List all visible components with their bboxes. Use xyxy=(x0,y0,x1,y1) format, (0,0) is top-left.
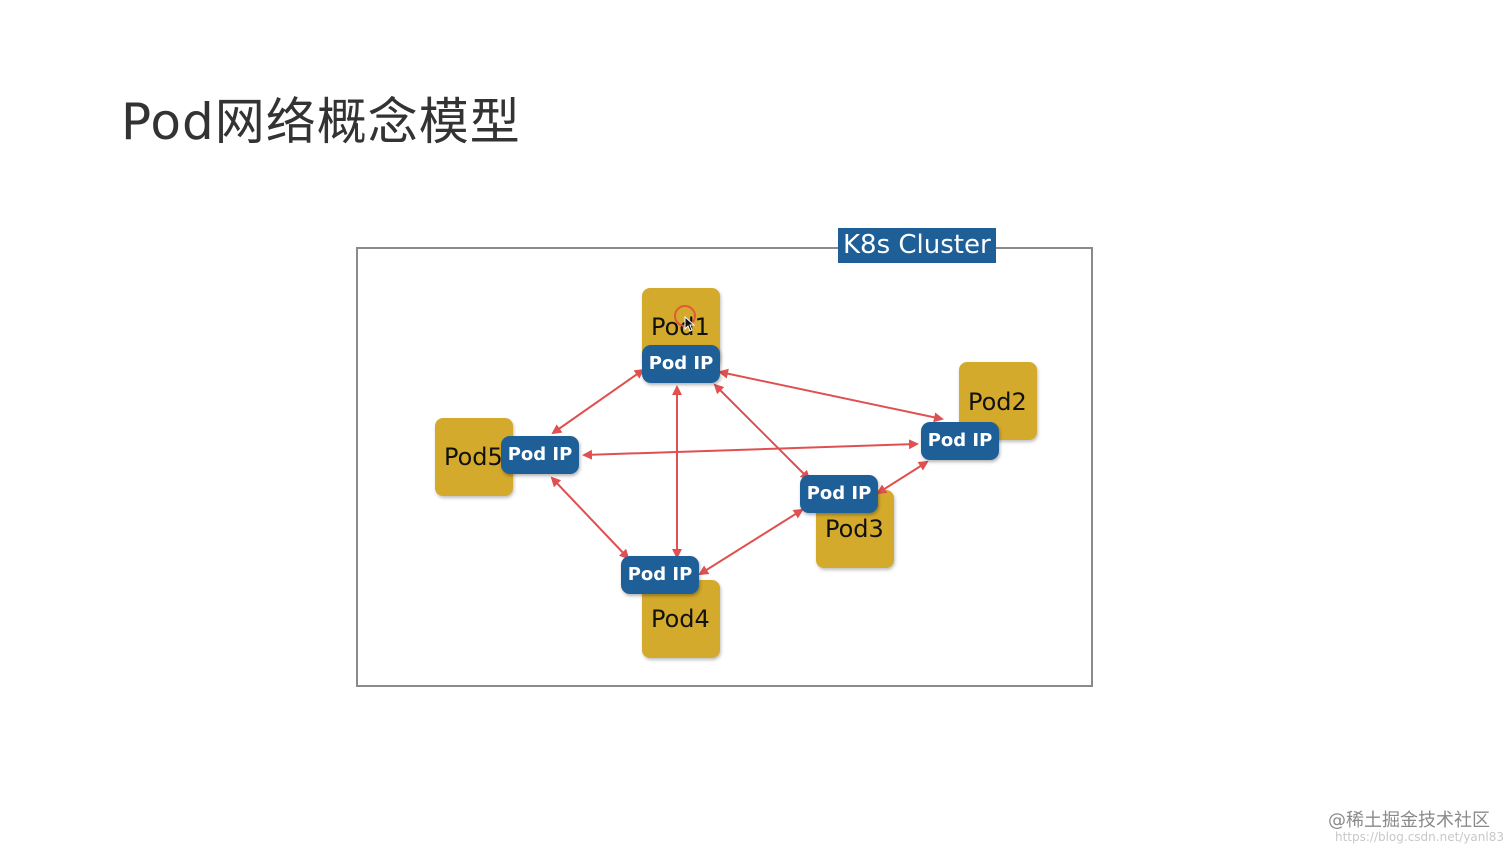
k8s-cluster-box xyxy=(356,247,1093,687)
watermark: @稀土掘金技术社区 xyxy=(1328,810,1490,831)
arrow-pod1-pod3 xyxy=(713,383,811,481)
pod4-ip-badge[interactable]: Pod IP xyxy=(621,556,699,594)
pod2-label: Pod2 xyxy=(968,388,1027,416)
arrow-pod3-pod2 xyxy=(876,460,929,495)
mouse-pointer-icon xyxy=(684,316,696,332)
pod5-label: Pod5 xyxy=(444,443,503,471)
pod4-label: Pod4 xyxy=(651,605,710,633)
arrow-pod5-pod4 xyxy=(550,476,630,560)
arrow-pod4-pod3 xyxy=(698,508,804,576)
watermark-url: https://blog.csdn.net/yanl83 xyxy=(1334,830,1504,844)
pod3-ip-badge[interactable]: Pod IP xyxy=(800,475,878,513)
pod1-ip-badge[interactable]: Pod IP xyxy=(642,345,720,383)
pod2-ip-badge[interactable]: Pod IP xyxy=(921,422,999,460)
pod5-ip-badge[interactable]: Pod IP xyxy=(501,436,579,474)
k8s-cluster-label: K8s Cluster xyxy=(838,228,996,263)
pod5-box[interactable]: Pod5 xyxy=(435,418,513,496)
arrow-pod1-pod2 xyxy=(718,368,944,423)
arrow-pod5-pod2 xyxy=(582,439,919,460)
arrow-pod1-pod5 xyxy=(551,368,645,435)
pod3-label: Pod3 xyxy=(825,515,884,543)
slide-title: Pod网络概念模型 xyxy=(121,93,521,151)
